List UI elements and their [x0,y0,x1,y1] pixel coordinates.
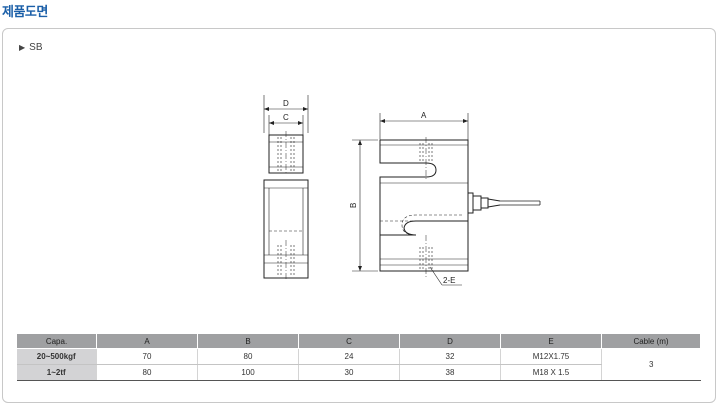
cell-c: 30 [298,364,400,381]
cell-e: M18 X 1.5 [500,364,602,381]
model-name: SB [29,42,43,53]
row-capacity: 20~500kgf [16,348,97,365]
column-header: C [298,333,400,349]
column-header: D [399,333,501,349]
spec-table: Capa. A B C D E Cable (m) 20~500kgf 70 8… [16,333,701,381]
column-header: Capa. [16,333,97,349]
front-view [352,113,541,286]
cell-d: 32 [399,348,501,365]
cell-c: 24 [298,348,400,365]
model-label: ▶SB [19,42,43,53]
column-header: A [96,333,198,349]
column-header: E [500,333,602,349]
side-view [263,95,309,280]
dim-label-e: 2-E [443,276,455,285]
page-title: 제품도면 [2,5,48,20]
cell-b: 80 [197,348,299,365]
cell-cable: 3 [601,348,701,381]
table-row: 1~2tf 80 100 30 38 M18 X 1.5 [16,364,701,381]
dim-label-b: B [349,203,358,208]
row-capacity: 1~2tf [16,364,97,381]
dim-label-d: D [283,99,289,108]
cell-a: 70 [96,348,198,365]
column-header: Cable (m) [601,333,701,349]
table-header-row: Capa. A B C D E Cable (m) [16,333,701,349]
dim-label-a: A [421,111,427,120]
triangle-right-icon: ▶ [19,43,26,52]
cell-a: 80 [96,364,198,381]
cell-e: M12X1.75 [500,348,602,365]
column-header: B [197,333,299,349]
cell-b: 100 [197,364,299,381]
load-cell-drawing: D C A B 2-E [263,95,541,286]
table-row: 20~500kgf 70 80 24 32 M12X1.75 3 [16,348,701,381]
cell-d: 38 [399,364,501,381]
dim-label-c: C [283,113,289,122]
